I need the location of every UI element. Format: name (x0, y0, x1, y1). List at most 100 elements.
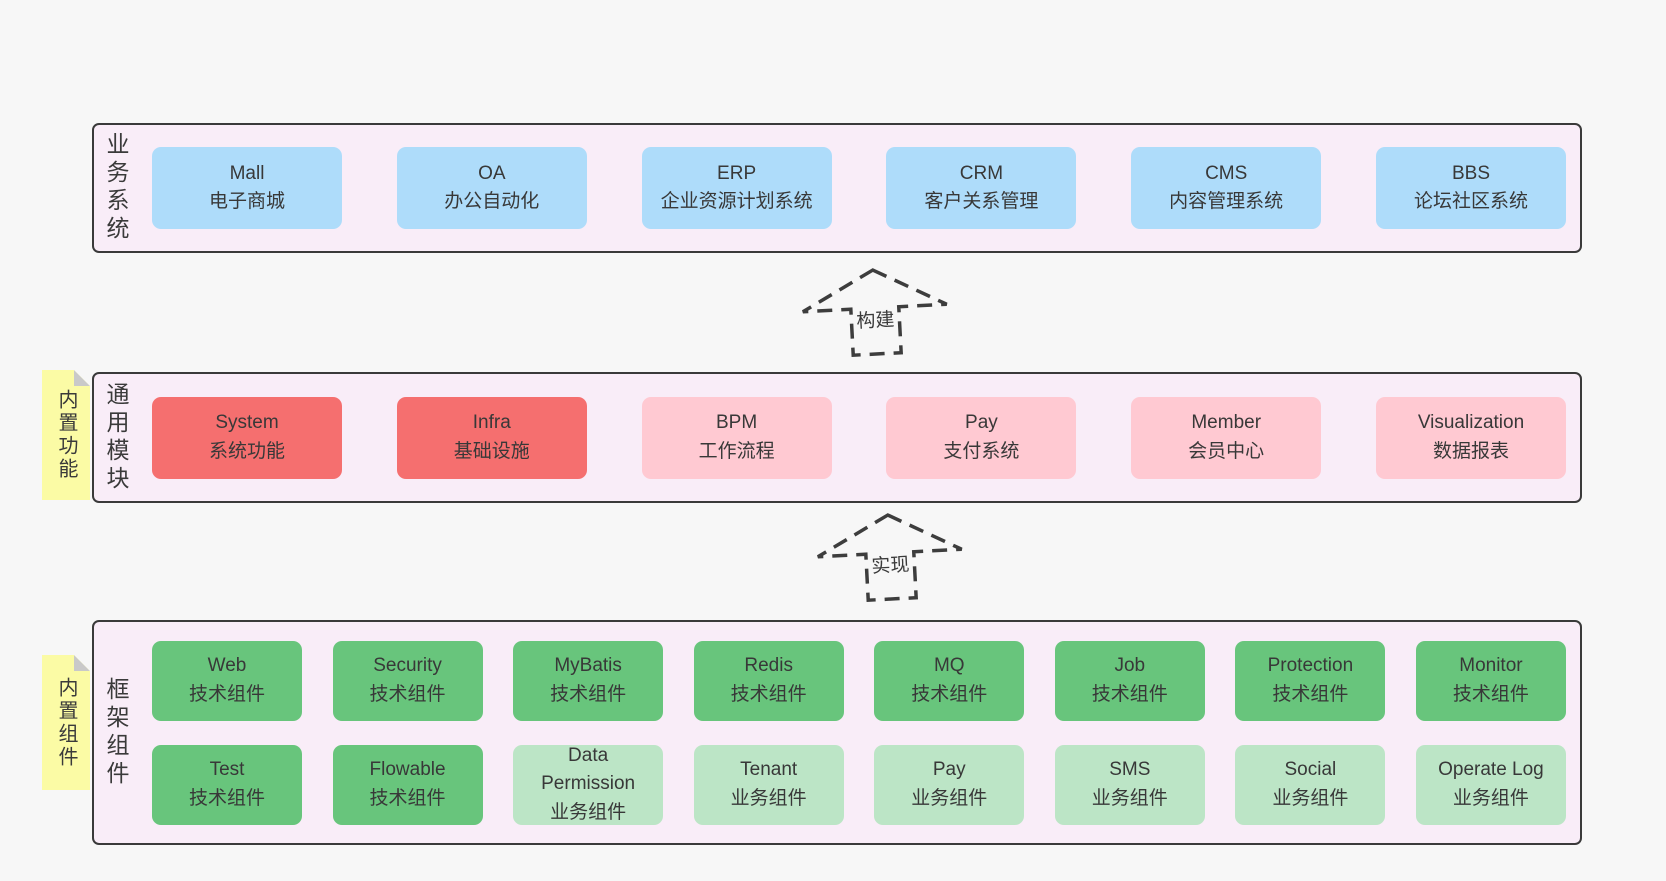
band-common-modules-label: 通用模块 (103, 381, 129, 494)
box-name: CRM (959, 162, 1004, 184)
box-subtitle: 技术组件 (1272, 683, 1349, 705)
box-subtitle: 技术组件 (550, 683, 627, 705)
box-subtitle: 数据报表 (1432, 440, 1509, 462)
box-subtitle: 办公自动化 (444, 191, 540, 212)
box-name: Monitor (1459, 655, 1523, 676)
arrow-build-label: 构建 (855, 309, 895, 333)
box-subtitle: 企业资源计划系统 (660, 191, 813, 212)
box-job: Job 技术组件 (1054, 640, 1205, 721)
box-subtitle: 业务组件 (730, 787, 807, 809)
box-subtitle: 会员中心 (1188, 440, 1265, 462)
box-subtitle: 技术组件 (1452, 683, 1529, 705)
box-subtitle: 电子商城 (208, 191, 285, 212)
box-subtitle: 客户关系管理 (924, 191, 1039, 212)
box-crm: CRM 客户关系管理 (886, 147, 1077, 229)
box-name: BPM (716, 412, 758, 433)
box-subtitle: 业务组件 (550, 801, 627, 823)
box-name: ERP (717, 162, 757, 184)
box-tenant: Tenant 业务组件 (693, 744, 844, 825)
box-name: Web (207, 655, 247, 676)
box-subtitle: 技术组件 (188, 787, 265, 809)
sticky-note-text: 内置组件 (55, 676, 77, 769)
box-subtitle: 工作流程 (698, 440, 775, 462)
box-name: Mall (229, 162, 265, 184)
box-subtitle: 技术组件 (730, 683, 807, 705)
box-mq: MQ 技术组件 (874, 640, 1025, 721)
band-business-systems-content: Mall 电子商城 OA 办公自动化 ERP 企业资源计划系统 CRM 客户关系… (152, 125, 1566, 251)
arrow-implement-label: 实现 (870, 554, 910, 578)
band-framework-components: 框架组件 Web 技术组件 Security 技术组件 MyBatis 技术组件… (92, 620, 1582, 845)
sticky-note-text: 内置功能 (55, 389, 77, 481)
box-security: Security 技术组件 (332, 640, 483, 721)
box-name: Visualization (1417, 412, 1525, 433)
box-redis: Redis 技术组件 (693, 640, 844, 721)
box-name: Operate Log (1438, 759, 1544, 780)
box-name: Protection (1267, 655, 1354, 676)
band-business-systems-label: 业务系统 (103, 132, 129, 244)
box-subtitle: 支付系统 (943, 440, 1020, 462)
up-block-arrow-icon (816, 513, 963, 603)
box-cms: CMS 内容管理系统 (1131, 147, 1322, 229)
box-subtitle: 技术组件 (369, 683, 446, 705)
box-bpm: BPM 工作流程 (641, 396, 832, 479)
box-name: SMS (1109, 759, 1151, 780)
box-name: Flowable (369, 759, 446, 780)
box-protection: Protection 技术组件 (1235, 640, 1386, 721)
box-visualization: Visualization 数据报表 (1375, 396, 1566, 479)
box-monitor: Monitor 技术组件 (1415, 640, 1566, 721)
box-sms: SMS 业务组件 (1054, 744, 1205, 825)
box-subtitle: 技术组件 (188, 683, 265, 705)
box-mybatis: MyBatis 技术组件 (513, 640, 664, 721)
box-bbs: BBS 论坛社区系统 (1375, 147, 1566, 229)
box-data-permission: Data Permission 业务组件 (513, 744, 664, 825)
box-infra: Infra 基础设施 (396, 396, 587, 479)
box-subtitle: 技术组件 (911, 683, 988, 705)
box-subtitle: 业务组件 (911, 787, 988, 809)
box-name: System (215, 412, 279, 433)
sticky-note-builtin-components: 内置组件 (42, 655, 90, 790)
box-oa: OA 办公自动化 (396, 147, 587, 229)
box-mall: Mall 电子商城 (152, 147, 342, 229)
box-name: Pay (965, 412, 998, 433)
box-subtitle: 系统功能 (208, 440, 285, 462)
box-member: Member 会员中心 (1131, 396, 1322, 479)
box-subtitle: 基础设施 (453, 440, 530, 462)
box-name: BBS (1451, 162, 1490, 184)
box-name: Member (1191, 412, 1262, 433)
box-name: OA (478, 162, 506, 184)
band-common-modules: 通用模块 System 系统功能 Infra 基础设施 BPM 工作流程 Pay… (92, 372, 1582, 503)
box-name: Infra (472, 412, 511, 433)
box-name: Tenant (740, 759, 798, 780)
up-block-arrow-icon (801, 268, 948, 358)
box-test: Test 技术组件 (152, 744, 302, 825)
sticky-note-builtin-features: 内置功能 (42, 370, 90, 500)
box-name: Data Permission (541, 744, 636, 795)
box-name: MQ (933, 655, 965, 676)
box-name: Test (209, 759, 245, 780)
box-name: Job (1114, 655, 1146, 676)
band-framework-components-content: Web 技术组件 Security 技术组件 MyBatis 技术组件 Redi… (152, 622, 1566, 843)
box-pay-system: Pay 支付系统 (886, 396, 1077, 479)
box-subtitle: 业务组件 (1452, 787, 1529, 809)
box-subtitle: 技术组件 (1091, 683, 1168, 705)
box-erp: ERP 企业资源计划系统 (641, 147, 832, 229)
box-name: Social (1284, 759, 1337, 780)
note-fold-corner-icon (74, 655, 90, 671)
band-business-systems: 业务系统 Mall 电子商城 OA 办公自动化 ERP 企业资源计划系统 CRM… (92, 123, 1582, 253)
box-social: Social 业务组件 (1235, 744, 1386, 825)
box-subtitle: 技术组件 (369, 787, 446, 809)
arrow-build: 构建 (793, 260, 958, 364)
box-name: MyBatis (554, 655, 622, 676)
box-operate-log: Operate Log 业务组件 (1415, 744, 1566, 825)
band-framework-components-label: 框架组件 (103, 676, 129, 789)
box-pay-component: Pay 业务组件 (874, 744, 1025, 825)
box-name: Pay (932, 759, 966, 780)
box-web: Web 技术组件 (152, 640, 302, 721)
box-name: Security (373, 655, 442, 676)
box-system: System 系统功能 (152, 396, 342, 479)
box-subtitle: 业务组件 (1272, 787, 1349, 809)
band-common-modules-content: System 系统功能 Infra 基础设施 BPM 工作流程 Pay 支付系统… (152, 374, 1566, 501)
box-subtitle: 内容管理系统 (1169, 191, 1284, 212)
note-fold-corner-icon (74, 370, 90, 386)
